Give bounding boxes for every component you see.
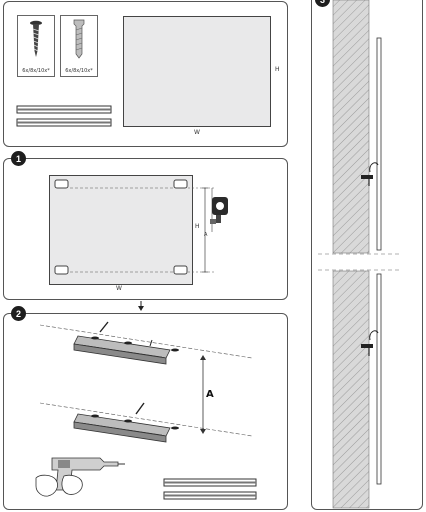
wall-plug-box	[60, 15, 98, 77]
step1-width-label: W	[116, 285, 122, 292]
artwork-overview	[123, 16, 271, 127]
plug-caption: 6x/8x/10x*	[65, 68, 93, 74]
step1-offset-label: A	[204, 232, 208, 238]
artwork-back	[49, 175, 193, 285]
step1-badge: 1	[11, 151, 26, 166]
overview-width-label: W	[194, 129, 200, 136]
screw-box	[17, 15, 55, 77]
step1-height-label: H	[195, 223, 200, 230]
step2-badge: 2	[11, 306, 26, 321]
overview-height-label: H	[275, 66, 280, 73]
step2-spacing-label: A	[206, 389, 214, 400]
screw-caption: 6x/8x/10x*	[22, 68, 50, 74]
step3-badge: 3	[315, 0, 330, 7]
